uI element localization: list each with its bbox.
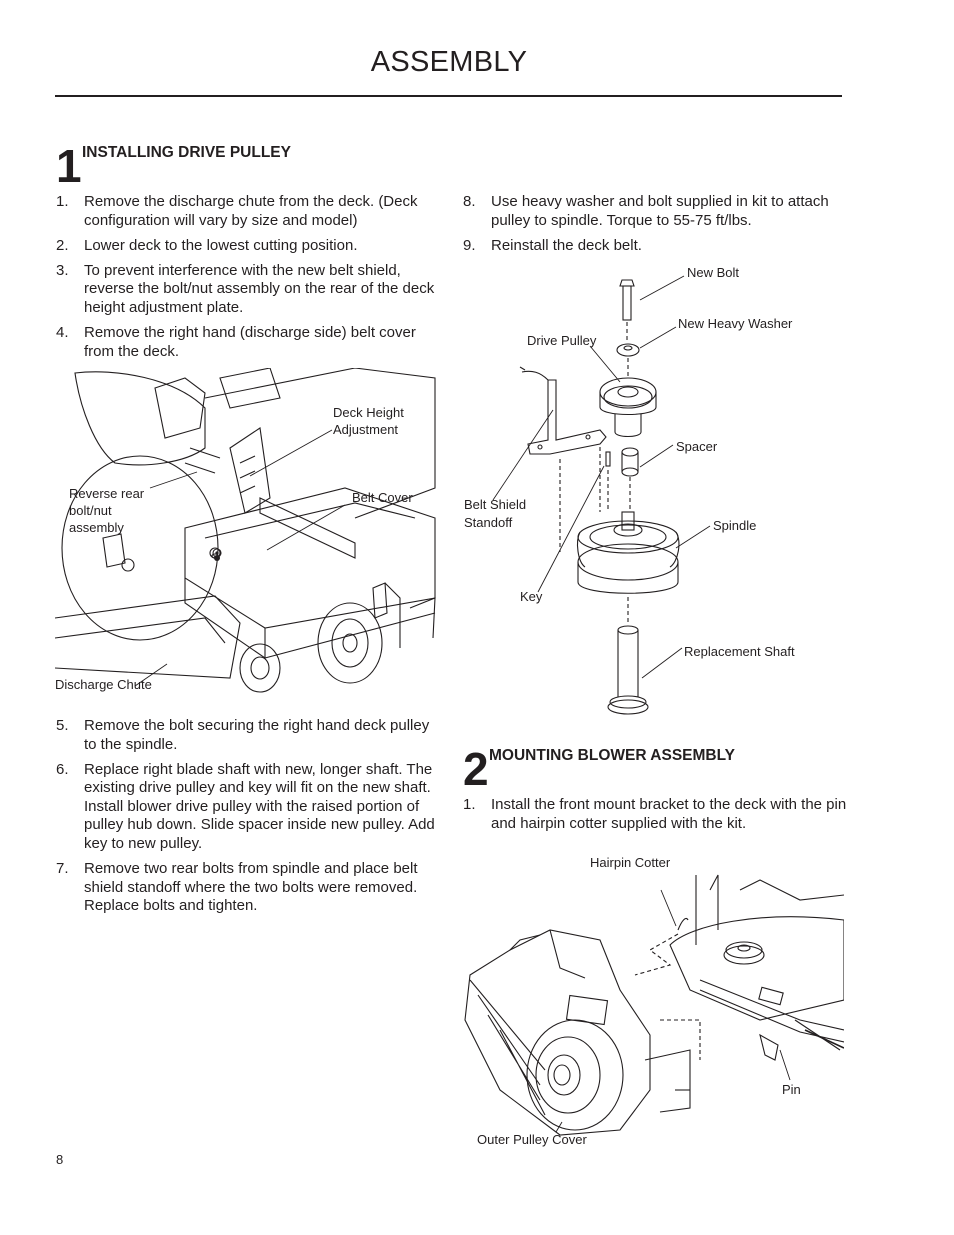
list-item: 5. Remove the bolt securing the right han… xyxy=(56,717,438,754)
pulley-exploded-diagram: New Bolt New Heavy Washer Drive Pulley S… xyxy=(464,265,795,715)
steps-list-a: 1. Remove the discharge chute from the de… xyxy=(56,193,438,368)
list-item: 3. To prevent interference with the new b… xyxy=(56,262,438,318)
label-spacer: Spacer xyxy=(676,439,718,454)
label-reverse-bolt-3: assembly xyxy=(69,520,124,535)
step-text: Remove two rear bolts from spindle and p… xyxy=(84,860,418,915)
section-2-number: 2 xyxy=(463,743,489,795)
step-number: 5. xyxy=(56,717,69,734)
step-number: 8. xyxy=(463,193,476,210)
label-drive-pulley: Drive Pulley xyxy=(527,333,597,348)
step-text: Remove the discharge chute from the deck… xyxy=(84,193,418,229)
step-text: Reinstall the deck belt. xyxy=(491,236,642,254)
label-new-bolt: New Bolt xyxy=(687,265,739,280)
label-discharge-chute: Discharge Chute xyxy=(55,677,152,692)
steps-list-b: 5. Remove the bolt securing the right han… xyxy=(56,717,438,922)
list-item: 1. Install the front mount bracket to the… xyxy=(463,796,848,833)
list-item: 9. Reinstall the deck belt. xyxy=(463,237,848,256)
page-title: ASSEMBLY xyxy=(370,46,528,78)
label-reverse-bolt: Reverse rear xyxy=(69,486,145,501)
label-outer-pulley-cover: Outer Pulley Cover xyxy=(477,1132,587,1147)
label-belt-cover: Belt Cover xyxy=(352,490,413,505)
page-number: 8 xyxy=(56,1152,64,1167)
title-rule xyxy=(55,95,842,97)
label-replacement-shaft: Replacement Shaft xyxy=(684,644,795,659)
step-number: 7. xyxy=(56,860,69,878)
step-number: 6. xyxy=(56,760,69,778)
section-2-title: MOUNTING BLOWER ASSEMBLY xyxy=(489,747,735,764)
label-belt-shield-standoff-2: Standoff xyxy=(464,515,513,530)
label-deck-height: Deck Height xyxy=(333,405,404,420)
list-item: 8. Use heavy washer and bolt supplied in … xyxy=(463,193,848,230)
list-item: 4. Remove the right hand (discharge side)… xyxy=(56,324,438,361)
label-key: Key xyxy=(520,589,543,604)
step-text: Replace right blade shaft with new, long… xyxy=(84,760,435,853)
step-number: 1. xyxy=(463,796,476,813)
step-text: Remove the right hand (discharge side) b… xyxy=(84,324,416,360)
step-number: 2. xyxy=(56,236,69,254)
list-item: 2. Lower deck to the lowest cutting posit… xyxy=(56,237,438,256)
step-number: 9. xyxy=(463,236,476,254)
section-1-number: 1 xyxy=(56,140,82,192)
label-new-heavy-washer: New Heavy Washer xyxy=(678,316,793,331)
label-deck-height-2: Adjustment xyxy=(333,422,398,437)
list-item: 7. Remove two rear bolts from spindle and… xyxy=(56,860,438,916)
step-number: 4. xyxy=(56,324,69,342)
list-item: 1. Remove the discharge chute from the de… xyxy=(56,193,438,230)
steps-list-c: 8. Use heavy washer and bolt supplied in … xyxy=(463,193,848,262)
steps-list-d: 1. Install the front mount bracket to the… xyxy=(463,796,848,840)
label-pin: Pin xyxy=(782,1082,801,1097)
step-number: 3. xyxy=(56,261,69,279)
list-item: 6. Replace right blade shaft with new, lo… xyxy=(56,761,438,854)
step-text: Use heavy washer and bolt supplied in ki… xyxy=(491,193,829,229)
step-text: Install the front mount bracket to the d… xyxy=(491,796,847,832)
deck-illustration: Deck Height Adjustment Belt Cover Revers… xyxy=(55,368,436,693)
step-text: To prevent interference with the new bel… xyxy=(84,261,435,316)
step-text: Lower deck to the lowest cutting positio… xyxy=(84,236,358,254)
label-reverse-bolt-2: bolt/nut xyxy=(69,503,112,518)
step-number: 1. xyxy=(56,193,69,210)
label-spindle: Spindle xyxy=(713,518,756,533)
section-1-title: INSTALLING DRIVE PULLEY xyxy=(82,144,291,161)
blower-mount-diagram: Hairpin Cotter Pin Outer Pulley Cover xyxy=(464,855,844,1147)
label-hairpin-cotter: Hairpin Cotter xyxy=(590,855,671,870)
label-belt-shield-standoff: Belt Shield xyxy=(464,497,526,512)
step-text: Remove the bolt securing the right hand … xyxy=(84,717,430,753)
